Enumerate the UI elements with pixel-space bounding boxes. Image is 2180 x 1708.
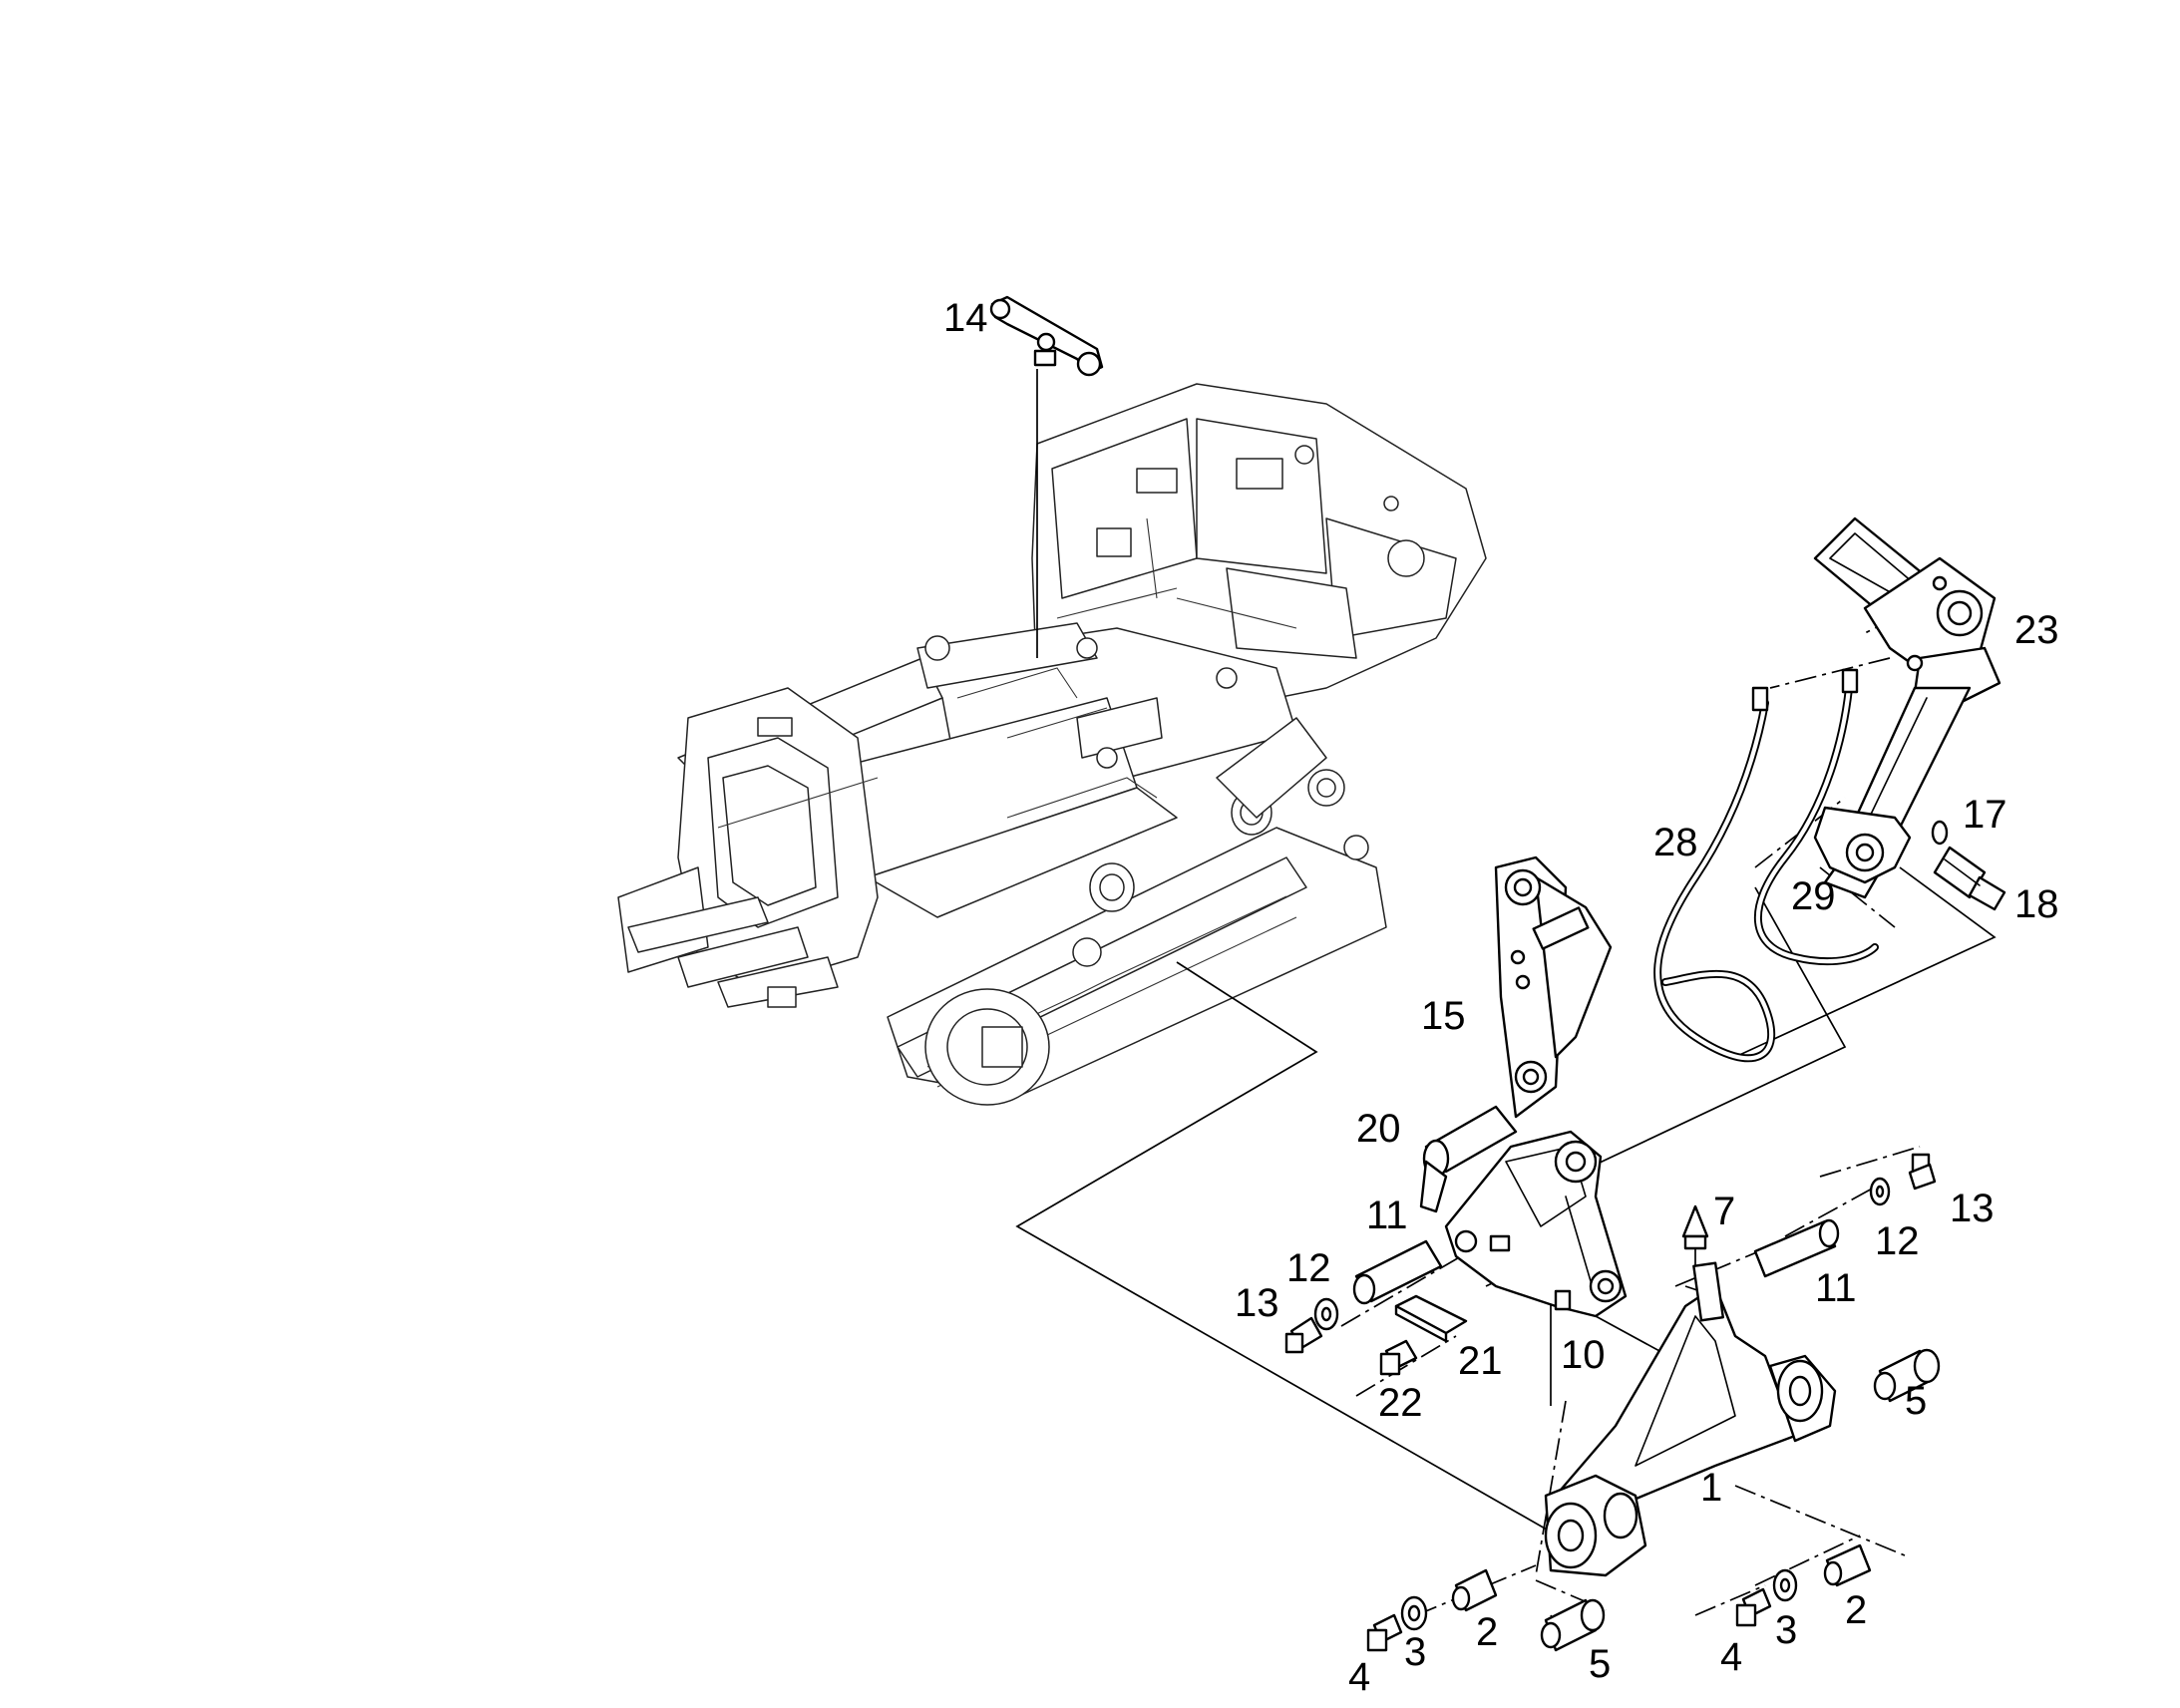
callout-13-left: 13 — [1235, 1281, 1279, 1325]
callout-4-left: 4 — [1348, 1655, 1370, 1699]
part-17-washer — [1931, 820, 1949, 846]
part-5-pin-upper — [1873, 1348, 1941, 1403]
callout-5-upper: 5 — [1905, 1379, 1927, 1423]
machine-frame — [617, 383, 1487, 1106]
callout-5-lower: 5 — [1589, 1642, 1611, 1686]
callout-14: 14 — [943, 296, 988, 340]
part-3-washer-left — [1400, 1595, 1428, 1631]
callout-29: 29 — [1791, 874, 1836, 918]
callout-18: 18 — [2014, 882, 2059, 926]
part-14-link-plate — [989, 295, 1104, 377]
callout-11-left: 11 — [1366, 1194, 1408, 1237]
callout-4-right: 4 — [1720, 1635, 1742, 1679]
callout-12-right: 12 — [1875, 1219, 1920, 1263]
part-13-bolt-left — [1284, 1316, 1323, 1354]
part-11-pin-right — [1753, 1218, 1840, 1278]
part-4-bolt-left — [1366, 1613, 1403, 1652]
callout-1: 1 — [1700, 1466, 1722, 1510]
part-2-pin-left — [1451, 1568, 1498, 1612]
part-1-lever — [1544, 1261, 1837, 1577]
part-20-pin — [1419, 1105, 1518, 1213]
part-10-bracket — [1444, 1130, 1628, 1318]
part-23-hydraulic-cylinder — [1813, 516, 2001, 899]
part-29-hose — [1753, 668, 1879, 966]
part-22-bolt — [1379, 1339, 1418, 1376]
leader-lines — [1015, 369, 1997, 1636]
callout-21: 21 — [1458, 1339, 1503, 1383]
callout-2-right: 2 — [1845, 1588, 1867, 1632]
part-3-washer-right — [1772, 1568, 1798, 1602]
callout-28: 28 — [1653, 821, 1698, 864]
part-15-arm-plate — [1494, 855, 1613, 1119]
callout-7: 7 — [1713, 1190, 1735, 1233]
part-13-bolt-right — [1908, 1153, 1937, 1191]
callout-20: 20 — [1356, 1107, 1401, 1151]
callout-labels: 14 23 17 18 28 29 15 20 7 11 11 12 12 13… — [943, 296, 2059, 1699]
part-12-washer-left — [1313, 1297, 1339, 1331]
callout-12-left: 12 — [1286, 1246, 1331, 1290]
part-21-plate — [1394, 1294, 1468, 1343]
callout-13-right: 13 — [1950, 1187, 1995, 1230]
part-7-grease-nipple — [1681, 1204, 1709, 1271]
callout-22: 22 — [1378, 1381, 1423, 1425]
part-5-pin-lower — [1540, 1598, 1606, 1652]
part-2-pin-right — [1823, 1543, 1872, 1587]
callout-3-left: 3 — [1404, 1630, 1426, 1674]
part-4-bolt-right — [1735, 1587, 1772, 1627]
callout-23: 23 — [2014, 608, 2059, 652]
callout-15: 15 — [1421, 994, 1466, 1038]
part-28-hose — [1653, 686, 1776, 1063]
part-12-washer-right — [1869, 1177, 1891, 1206]
callout-11-right: 11 — [1815, 1266, 1857, 1310]
callout-17: 17 — [1963, 793, 2007, 837]
part-11-pin-left — [1352, 1239, 1443, 1305]
callout-10: 10 — [1561, 1333, 1606, 1377]
part-18-bolt — [1933, 846, 2006, 911]
callout-3-right: 3 — [1775, 1608, 1797, 1652]
callout-2-left: 2 — [1476, 1610, 1498, 1654]
